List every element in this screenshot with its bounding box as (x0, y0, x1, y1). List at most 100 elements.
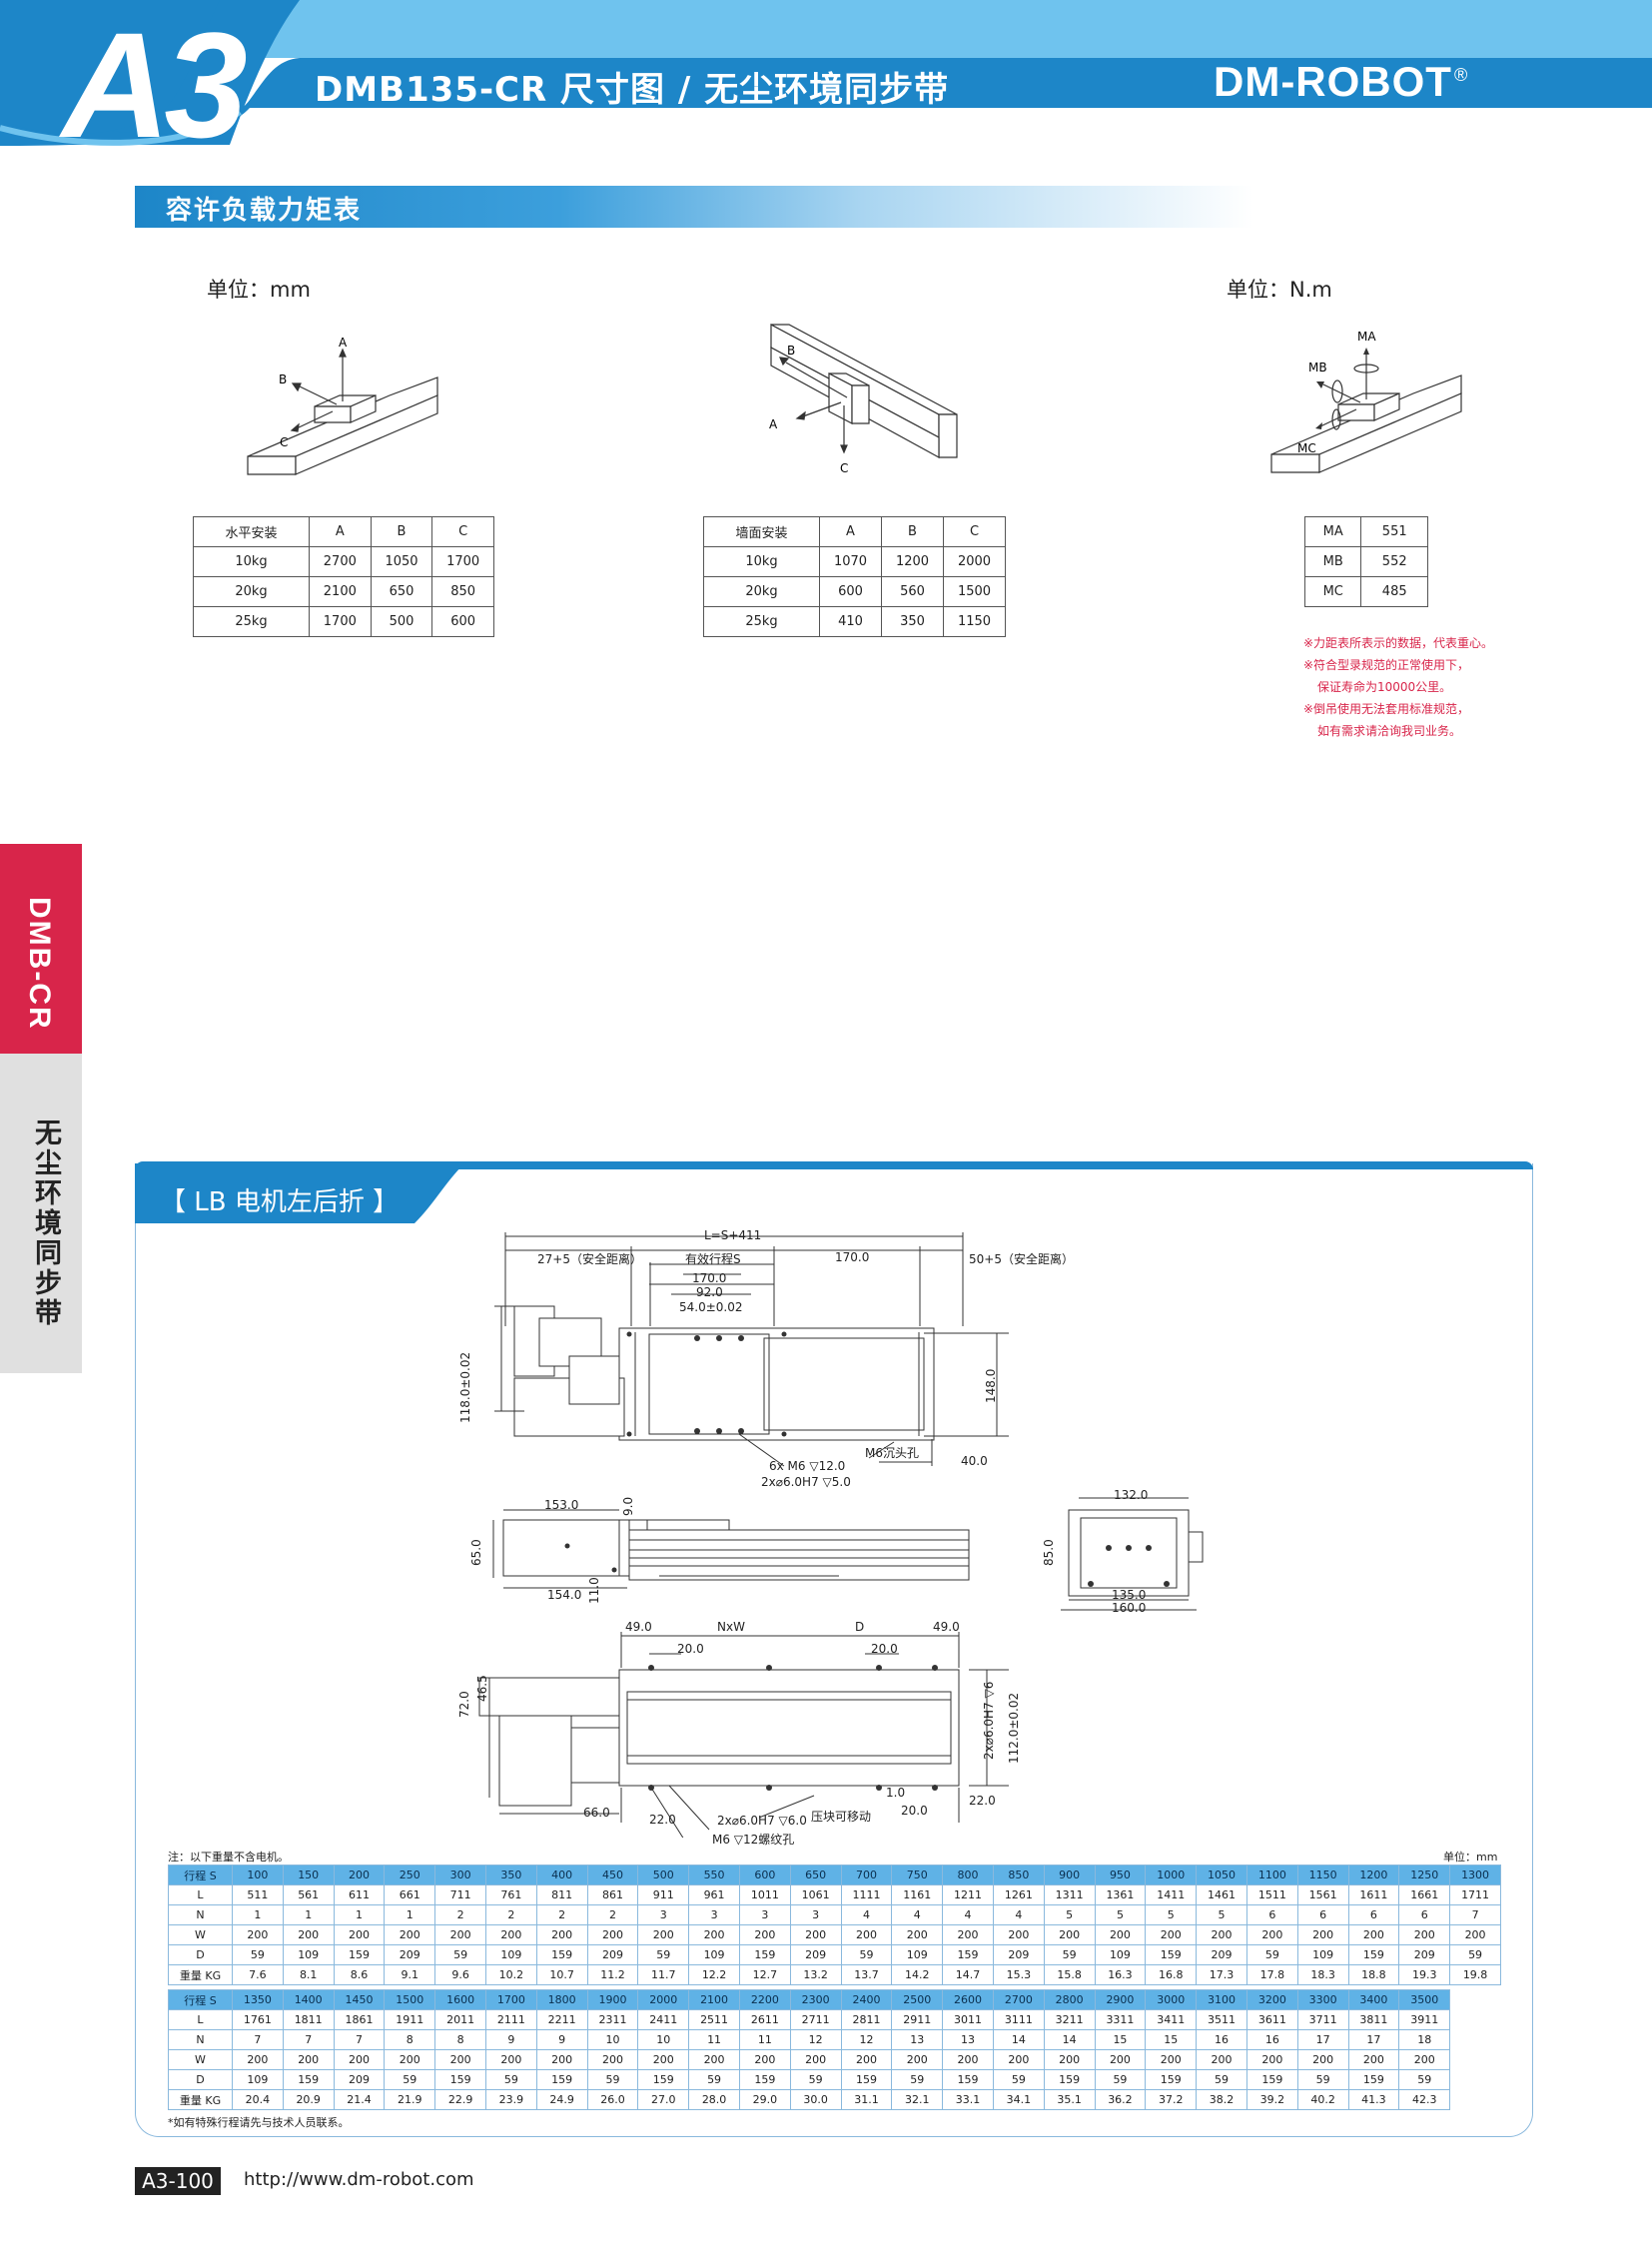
table-cell: 1 (384, 1904, 436, 1925)
m6-sink-label: M6沉头孔 (865, 1446, 919, 1460)
table-cell: 20kg (193, 576, 310, 607)
table-cell: 159 (434, 2069, 486, 2090)
diagram3-label-mc: MC (1297, 441, 1316, 455)
table-cell: 59 (484, 2069, 537, 2090)
table-cell: 20.9 (282, 2089, 335, 2110)
table-cell: 20.4 (232, 2089, 284, 2110)
table-cell: 200 (535, 1924, 588, 1945)
table-cell: 200 (535, 2049, 588, 2070)
row-label: L (168, 1884, 233, 1905)
table-cell: 2911 (891, 2009, 944, 2030)
row-label: W (168, 1924, 233, 1945)
table-cell: 10kg (703, 546, 820, 577)
end-view-drawing (1061, 1497, 1204, 1611)
table-cell: 109 (282, 1944, 335, 1965)
table-cell: 109 (232, 2069, 284, 2090)
table-cell: 3300 (1296, 1989, 1349, 2010)
website-link[interactable]: http://www.dm-robot.com (244, 2169, 474, 2190)
table-cell: 200 (384, 2049, 436, 2070)
table-cell: 3500 (1398, 1989, 1451, 2010)
table-cell: 200 (434, 2049, 486, 2070)
table-cell: 59 (1449, 1944, 1501, 1965)
table-cell: 2800 (1043, 1989, 1096, 2010)
table-cell: 8 (384, 2029, 436, 2050)
table-cell: 200 (586, 1924, 639, 1945)
table-cell: 200 (891, 2049, 944, 2070)
table-cell: 9.6 (434, 1964, 486, 1985)
table-cell: 1200 (1347, 1865, 1400, 1885)
table-cell: 16.3 (1094, 1964, 1147, 1985)
lb-section-topline (135, 1161, 1533, 1169)
table-cell: 200 (738, 1924, 791, 1945)
table-cell: 12.2 (688, 1964, 740, 1985)
dim-safe-left: 27+5（安全距离） (537, 1252, 642, 1266)
table-cell: 11 (688, 2029, 740, 2050)
table-cell: 3111 (992, 2009, 1045, 2030)
row-label: D (168, 2069, 233, 2090)
table-cell: 59 (1094, 2069, 1147, 2090)
holes-pin-label: 2x⌀6.0H7 ▽5.0 (761, 1475, 851, 1489)
table-cell: 200 (942, 2049, 994, 2070)
table-cell: 159 (1145, 1944, 1198, 1965)
table-cell: 209 (1196, 1944, 1247, 1965)
table-cell: 13 (891, 2029, 944, 2050)
table-cell: 32.1 (891, 2089, 944, 2110)
table-cell: 1000 (1145, 1865, 1198, 1885)
table-cell: 59 (1196, 2069, 1247, 2090)
table-cell: 109 (688, 1944, 740, 1965)
page-title: DMB135-CR 尺寸图 / 无尘环境同步带 (315, 70, 950, 110)
table-cell: 811 (535, 1884, 588, 1905)
note-line: ※倒吊使用无法套用标准规范， (1303, 702, 1470, 716)
table-cell: 25kg (193, 606, 310, 637)
table-cell: 159 (1347, 2069, 1400, 2090)
table-cell: 7 (333, 2029, 386, 2050)
table-cell: 7 (232, 2029, 284, 2050)
table-cell: 200 (232, 1924, 284, 1945)
table-cell: 961 (688, 1884, 740, 1905)
table-cell: 3 (738, 1904, 791, 1925)
dim-d: D (855, 1620, 865, 1634)
table-cell: 2 (535, 1904, 588, 1925)
dim-66: 66.0 (583, 1806, 610, 1820)
empty-cell (1450, 2030, 1501, 2050)
brand-name: DM-ROBOT (1214, 58, 1452, 105)
dim-49-right: 49.0 (933, 1620, 960, 1634)
table-cell: 209 (1398, 1944, 1451, 1965)
load-section-title: 容许负载力矩表 (166, 196, 363, 226)
spec-footnote: *如有特殊行程请先与技术人员联系。 (168, 2116, 350, 2129)
pin-hole-label: 2x⌀6.0H7 ▽6.0 (717, 1814, 807, 1828)
table-cell: 26.0 (586, 2089, 639, 2110)
table-cell: 511 (232, 1884, 284, 1905)
table-cell: 1700 (431, 546, 494, 577)
table-cell: 200 (637, 2049, 690, 2070)
dim-20-left: 20.0 (677, 1642, 704, 1656)
table-cell: 10.7 (535, 1964, 588, 1985)
table-cell: 3511 (1196, 2009, 1247, 2030)
table-cell: 200 (1043, 1924, 1096, 1945)
dim-total-length: L=S+411 (704, 1228, 762, 1242)
row-label: W (168, 2049, 233, 2070)
table-cell: 2211 (535, 2009, 588, 2030)
table-cell: 6 (1347, 1904, 1400, 1925)
table-cell: 1911 (384, 2009, 436, 2030)
row-label: 重量 KG (168, 1964, 233, 1985)
diagram3-label-ma: MA (1357, 330, 1376, 344)
table-cell: 300 (434, 1865, 486, 1885)
unit-mm: 单位：mm (207, 278, 311, 302)
spec-note: 注：以下重量不含电机。 (168, 1851, 289, 1864)
table-cell: 14.2 (891, 1964, 944, 1985)
table-cell: 1300 (1449, 1865, 1501, 1885)
table-cell: 1100 (1245, 1865, 1298, 1885)
table-cell: 4 (891, 1904, 944, 1925)
table-cell: 37.2 (1145, 2089, 1198, 2110)
header-background (0, 0, 1652, 146)
horizontal-load-table: 水平安装 A B C 10kg 2700 1050 1700 20kg 2100… (193, 516, 494, 637)
table-cell: 1561 (1296, 1884, 1349, 1905)
table-cell: 200 (942, 1924, 994, 1945)
table-cell: 2 (434, 1904, 486, 1925)
table-cell: 1361 (1094, 1884, 1147, 1905)
